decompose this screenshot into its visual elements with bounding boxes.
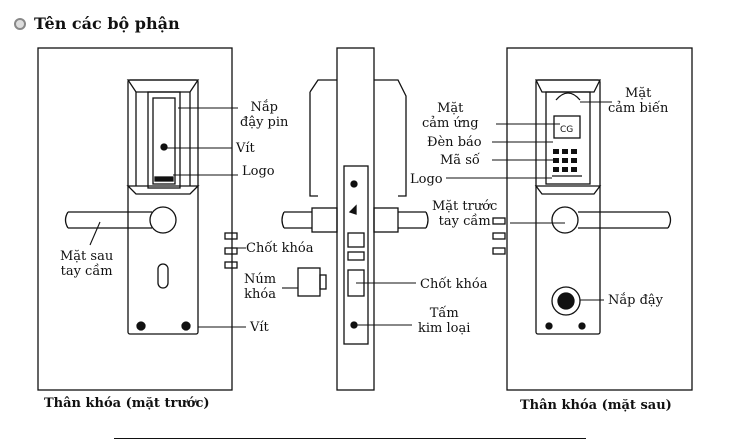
- label-cover: Nắp đậy: [608, 293, 663, 308]
- label-knob: Núm khóa: [244, 272, 276, 302]
- page-title-text: Tên các bộ phận: [34, 14, 180, 33]
- label-code: Mã số: [440, 153, 480, 168]
- caption-front: Thân khóa (mặt trước): [44, 396, 210, 411]
- label-logo-back: Logo: [410, 172, 443, 187]
- side-lock-body: [281, 79, 429, 345]
- label-knob-line2: khóa: [244, 287, 276, 302]
- label-latch-front: Chốt khóa: [246, 241, 314, 256]
- back-lock-body: CG: [492, 79, 672, 335]
- label-metal-plate-line2: kim loại: [418, 321, 471, 336]
- label-knob-line1: Núm: [244, 272, 277, 287]
- label-latch-side: Chốt khóa: [420, 277, 488, 292]
- label-screw-bottom: Vít: [250, 320, 269, 335]
- label-touch: Mặt cảm ứng: [422, 101, 479, 131]
- label-handle-back: Mặt sau tay cầm: [60, 249, 113, 279]
- label-sensor-line2: cảm biến: [608, 101, 669, 116]
- label-touch-line2: cảm ứng: [422, 116, 479, 131]
- label-handle-back-line2: tay cầm: [60, 264, 113, 279]
- caption-back: Thân khóa (mặt sau): [520, 398, 672, 413]
- front-panel-frame: [37, 47, 233, 391]
- bottom-rule: [114, 438, 586, 439]
- label-handle-front: Mặt trước tay cầm: [432, 199, 497, 229]
- page-title: Tên các bộ phận: [14, 14, 180, 33]
- bullet-icon: [14, 17, 26, 30]
- leader-lines: [89, 101, 612, 328]
- label-sensor: Mặt cảm biến: [608, 86, 668, 116]
- svg-text:CG: CG: [560, 125, 573, 135]
- label-sensor-line1: Mặt: [625, 86, 652, 101]
- back-panel-frame: [506, 47, 693, 391]
- label-metal-plate-line1: Tấm: [429, 306, 459, 321]
- label-indicator: Đèn báo: [427, 135, 482, 150]
- label-handle-front-line1: Mặt trước: [432, 199, 498, 214]
- label-metal-plate: Tấm kim loại: [418, 306, 470, 336]
- label-touch-line1: Mặt: [437, 101, 464, 116]
- label-screw-top: Vít: [236, 141, 255, 156]
- label-battery-cover: Nắp đậy pin: [240, 100, 288, 130]
- label-handle-back-line1: Mặt sau: [60, 249, 114, 264]
- label-logo-front: Logo: [242, 164, 275, 179]
- label-handle-front-line2: tay cầm: [438, 214, 491, 229]
- label-battery-cover-line1: Nắp: [250, 100, 278, 115]
- label-battery-cover-line2: đậy pin: [240, 115, 289, 130]
